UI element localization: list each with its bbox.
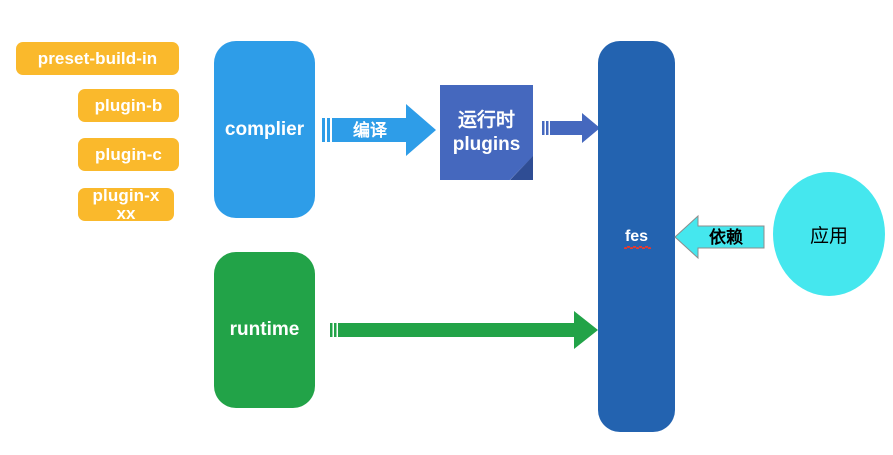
node-label: 应用 (809, 225, 848, 247)
node-runtime-plugins[interactable]: 运行时 plugins (440, 85, 533, 180)
depends-arrow-label: 依赖 (698, 226, 754, 248)
chip-plugin-xxx[interactable]: plugin-xxx (78, 185, 174, 223)
chip-plugin-c[interactable]: plugin-c (78, 138, 179, 171)
chip-label: plugin-xxx (92, 185, 160, 223)
node-label-line1: 运行时 (457, 110, 515, 132)
chip-label: preset-build-in (37, 48, 158, 68)
node-app[interactable]: 应用 (773, 172, 885, 296)
arrow-label-text: 编译 (353, 120, 387, 140)
chip-plugin-b[interactable]: plugin-b (78, 89, 179, 122)
runtime-to-fes-arrow-icon (330, 311, 598, 349)
node-label-line2: plugins (452, 133, 521, 155)
compile-arrow-icon (322, 104, 436, 156)
chip-preset-build-in[interactable]: preset-build-in (16, 42, 179, 75)
compile-arrow-label: 编译 (340, 118, 400, 142)
plugins-to-fes-arrow-icon (542, 113, 600, 143)
node-complier[interactable]: complier (214, 41, 315, 218)
node-label: complier (224, 118, 305, 140)
node-runtime[interactable]: runtime (214, 252, 315, 408)
node-fes[interactable]: fes (598, 41, 675, 432)
chip-label: plugin-c (95, 144, 162, 164)
chip-label: plugin-b (94, 95, 163, 115)
node-label: fes (623, 227, 652, 249)
node-label: runtime (229, 319, 300, 340)
depends-arrow-icon (674, 214, 765, 260)
arrow-label-text: 依赖 (709, 227, 743, 247)
